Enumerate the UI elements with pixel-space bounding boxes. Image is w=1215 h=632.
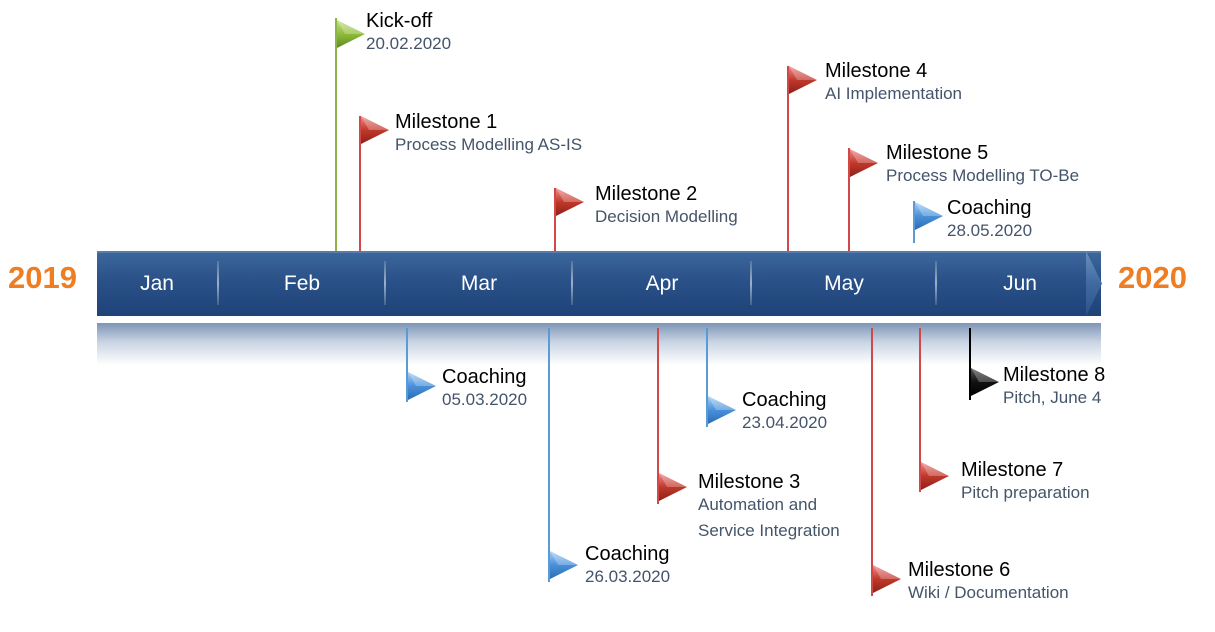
milestone-flag-icon: [361, 116, 389, 144]
milestone-5-subtitle: Process Modelling TO-Be: [886, 166, 1080, 185]
month-separator: [217, 261, 219, 305]
month-separator: [384, 261, 386, 305]
milestone-3-title: Milestone 3: [698, 471, 801, 493]
month-label-jan: Jan: [140, 272, 174, 295]
milestone-3-subtitle: Automation and: [698, 495, 818, 514]
milestone-8-title: Milestone 8: [1003, 364, 1106, 386]
milestone-6-title: Milestone 6: [908, 559, 1011, 581]
milestone-flag-icon: [850, 149, 878, 177]
coaching-2-subtitle: 26.03.2020: [585, 567, 671, 586]
milestone-2-pole: [554, 188, 556, 251]
coaching-4-subtitle: 28.05.2020: [947, 221, 1033, 240]
month-label-mar: Mar: [460, 272, 498, 295]
milestone-3-pole: [657, 328, 659, 504]
coaching-2-title: Coaching: [585, 543, 670, 565]
milestone-3-subtitle: Service Integration: [698, 521, 840, 540]
kickoff-subtitle: 20.02.2020: [366, 34, 452, 53]
coaching-3-subtitle: 23.04.2020: [742, 413, 828, 432]
milestone-5-pole: [848, 148, 850, 251]
milestone-flag-icon: [873, 565, 901, 593]
coaching-4-pole: [913, 201, 915, 243]
month-label-jun: Jun: [1003, 272, 1037, 295]
milestone-6-pole: [871, 328, 873, 596]
coaching-3-title: Coaching: [742, 389, 827, 411]
month-separator: [750, 261, 752, 305]
start-year-label: 2019: [8, 260, 77, 295]
milestone-5-title: Milestone 5: [886, 142, 989, 164]
milestone-2-subtitle: Decision Modelling: [595, 207, 738, 226]
coaching-4-title: Coaching: [947, 197, 1032, 219]
milestone-8-pole: [969, 328, 971, 400]
coaching-1-title: Coaching: [442, 366, 527, 388]
timeline-bar: [97, 251, 1101, 316]
coaching-flag-icon: [408, 372, 436, 400]
coaching-1-pole: [406, 328, 408, 402]
milestone-4-subtitle: AI Implementation: [825, 84, 963, 103]
month-separator: [571, 261, 573, 305]
milestone-6-subtitle: Wiki / Documentation: [908, 583, 1069, 602]
month-separator: [935, 261, 937, 305]
milestone-7-title: Milestone 7: [961, 459, 1064, 481]
milestone-1-subtitle: Process Modelling AS-IS: [395, 135, 583, 154]
milestone-8-subtitle: Pitch, June 4: [1003, 388, 1102, 407]
milestone-flag-icon: [659, 473, 687, 501]
coaching-2-pole: [548, 328, 550, 582]
milestone-4-title: Milestone 4: [825, 60, 928, 82]
kickoff-title: Kick-off: [366, 10, 433, 32]
coaching-1-subtitle: 05.03.2020: [442, 390, 528, 409]
timeline-reflection: [97, 323, 1101, 365]
milestone-flag-icon: [789, 66, 817, 94]
milestone-1-pole: [359, 116, 361, 251]
final-flag-icon: [971, 368, 999, 396]
milestone-flag-icon: [921, 462, 949, 490]
milestone-7-pole: [919, 328, 921, 492]
kickoff-flag-icon: [337, 20, 365, 48]
milestone-4-pole: [787, 66, 789, 251]
coaching-flag-icon: [708, 396, 736, 424]
milestone-1-title: Milestone 1: [395, 111, 498, 133]
coaching-flag-icon: [915, 202, 943, 230]
milestone-7-subtitle: Pitch preparation: [961, 483, 1090, 502]
end-year-label: 2020: [1118, 260, 1187, 295]
coaching-3-pole: [706, 328, 708, 427]
month-label-may: May: [824, 272, 864, 295]
milestone-2-title: Milestone 2: [595, 183, 698, 205]
month-label-apr: Apr: [645, 272, 679, 295]
coaching-flag-icon: [550, 551, 578, 579]
kickoff-pole: [335, 18, 337, 251]
milestone-flag-icon: [556, 188, 584, 216]
month-label-feb: Feb: [283, 272, 321, 295]
